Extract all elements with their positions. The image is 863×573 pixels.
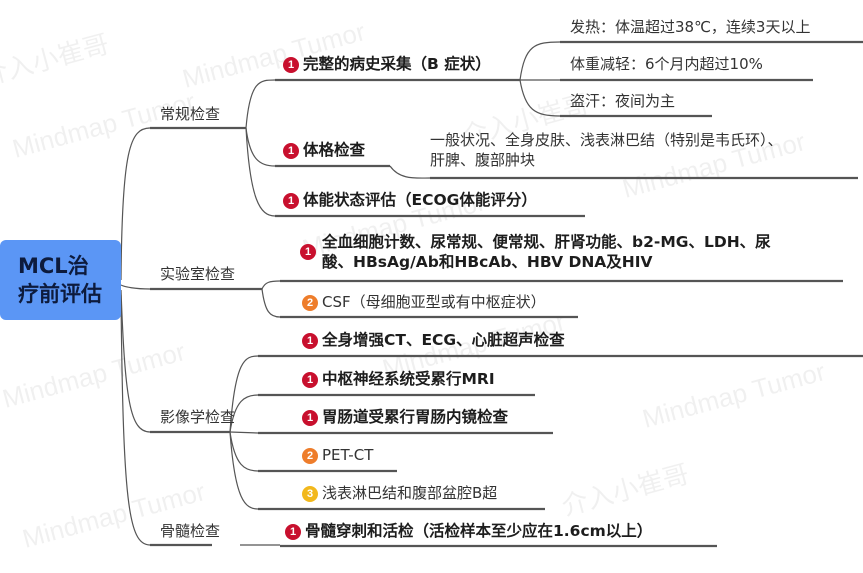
priority-1-icon: 1 xyxy=(302,410,318,426)
node-weight-loss[interactable]: 体重减轻：6个月内超过10% xyxy=(570,55,763,73)
priority-2-icon: 2 xyxy=(302,295,318,311)
root-node[interactable]: MCL治 疗前评估 xyxy=(0,240,121,320)
priority-1-icon: 1 xyxy=(283,57,299,73)
node-night-sweats[interactable]: 盗汗：夜间为主 xyxy=(570,92,676,110)
root-label-line1: MCL治 xyxy=(18,254,89,278)
priority-1-icon: 1 xyxy=(300,244,316,260)
priority-3-icon: 3 xyxy=(302,486,318,502)
branch-lab-exam[interactable]: 实验室检查 xyxy=(160,265,236,283)
priority-1-icon: 1 xyxy=(283,193,299,209)
branch-routine-exam[interactable]: 常规检查 xyxy=(160,105,221,123)
branch-bone-marrow-exam[interactable]: 骨髓检查 xyxy=(160,522,221,540)
priority-1-icon: 1 xyxy=(302,372,318,388)
node-fever[interactable]: 发热：体温超过38℃，连续3天以上 xyxy=(570,18,811,36)
priority-1-icon: 1 xyxy=(285,524,301,540)
node-physical-exam-detail[interactable]: 一般状况、全身皮肤、浅表淋巴结（特别是韦氏环）、 肝脾、腹部肿块 xyxy=(430,131,783,169)
priority-1-icon: 1 xyxy=(302,333,318,349)
priority-1-icon: 1 xyxy=(283,143,299,159)
priority-2-icon: 2 xyxy=(302,448,318,464)
branch-imaging-exam[interactable]: 影像学检查 xyxy=(160,408,236,426)
node-lab-tests[interactable]: 1 全血细胞计数、尿常规、便常规、肝肾功能、b2-MG、LDH、尿 酸、HBsA… xyxy=(300,232,771,272)
root-label-line2: 疗前评估 xyxy=(18,282,102,306)
